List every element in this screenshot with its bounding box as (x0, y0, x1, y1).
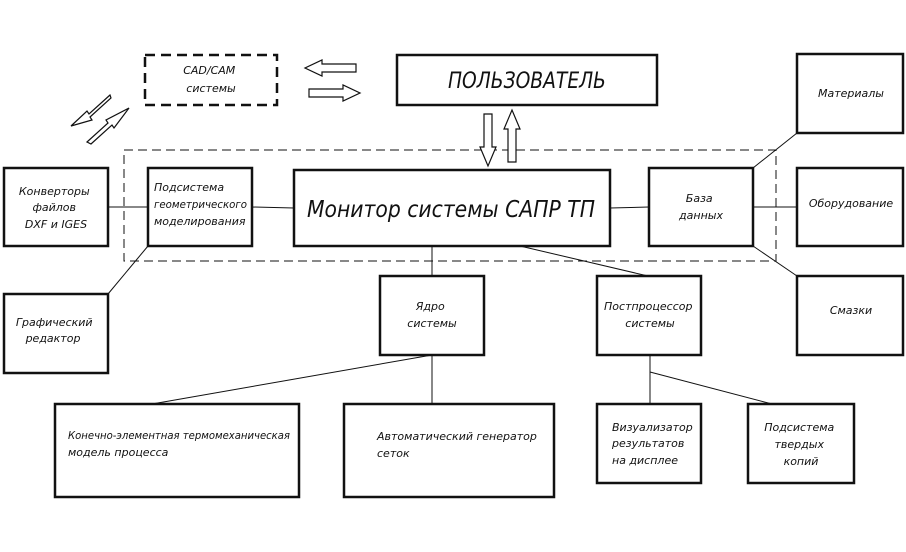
connector-database-materials (752, 132, 798, 169)
arrow-down-icon (479, 113, 497, 168)
monitor-label: Монитор системы САПР ТП (307, 197, 595, 223)
hardcopy-box (746, 402, 856, 485)
database-box (647, 166, 755, 248)
arrows (70, 59, 521, 168)
cad-cam-box (143, 53, 279, 107)
materials-box (795, 52, 905, 135)
connector-post-hardcopy (649, 371, 773, 405)
postprocessor-label: Постпроцессор системы (604, 300, 696, 330)
fem-model-box (53, 402, 301, 499)
core-box (378, 274, 486, 357)
user-box (395, 53, 659, 107)
connectors (107, 132, 798, 405)
lubricants-box (795, 274, 905, 357)
connector-monitor-database (609, 206, 650, 209)
visualizer-label: Визуализатор результатов на дисплее (611, 421, 696, 467)
core-label: Ядро системы (407, 300, 457, 330)
graphic-editor-box (2, 292, 110, 375)
equipment-box (795, 166, 905, 248)
cad-cam-label: CAD/CAM системы (183, 64, 239, 95)
connector-monitor-postprocessor (519, 245, 649, 277)
arrow-up-icon (503, 108, 521, 163)
equipment-label: Оборудование (809, 197, 894, 210)
hardcopy-label: Подсистема твердых копий (764, 421, 838, 468)
connector-database-lubricants (752, 245, 798, 277)
user-label: ПОЛЬЗОВАТЕЛЬ (448, 69, 606, 94)
mesh-generator-label: Автоматический генератор сеток (376, 430, 540, 460)
connector-core-fem (151, 354, 433, 405)
connector-geom-editor (107, 245, 149, 295)
postprocessor-box (595, 274, 703, 357)
arrow-diag-down-right-icon (85, 107, 130, 145)
converters-label: Конверторы файлов DXF и IGES (19, 185, 93, 231)
graphic-editor-label: Графический редактор (16, 316, 96, 345)
mesh-generator-box (342, 402, 556, 499)
geom-subsystem-box (146, 166, 254, 248)
visualizer-box (595, 402, 703, 485)
materials-label: Материалы (818, 87, 884, 100)
monitor-box (292, 168, 612, 248)
arrow-diag-up-left-icon (70, 93, 112, 127)
database-label: База данных (678, 192, 723, 222)
geom-subsystem-label: Подсистема геометрического моделирования (154, 181, 251, 228)
converters-box (2, 166, 110, 248)
lubricants-label: Смазки (830, 304, 872, 317)
fem-model-label: Конечно-элементная термомеханическая мод… (68, 429, 294, 459)
connector-geom-monitor (251, 206, 295, 209)
arrow-left-icon (303, 59, 357, 77)
arrow-right-icon (308, 84, 362, 102)
system-boundary (123, 149, 777, 262)
